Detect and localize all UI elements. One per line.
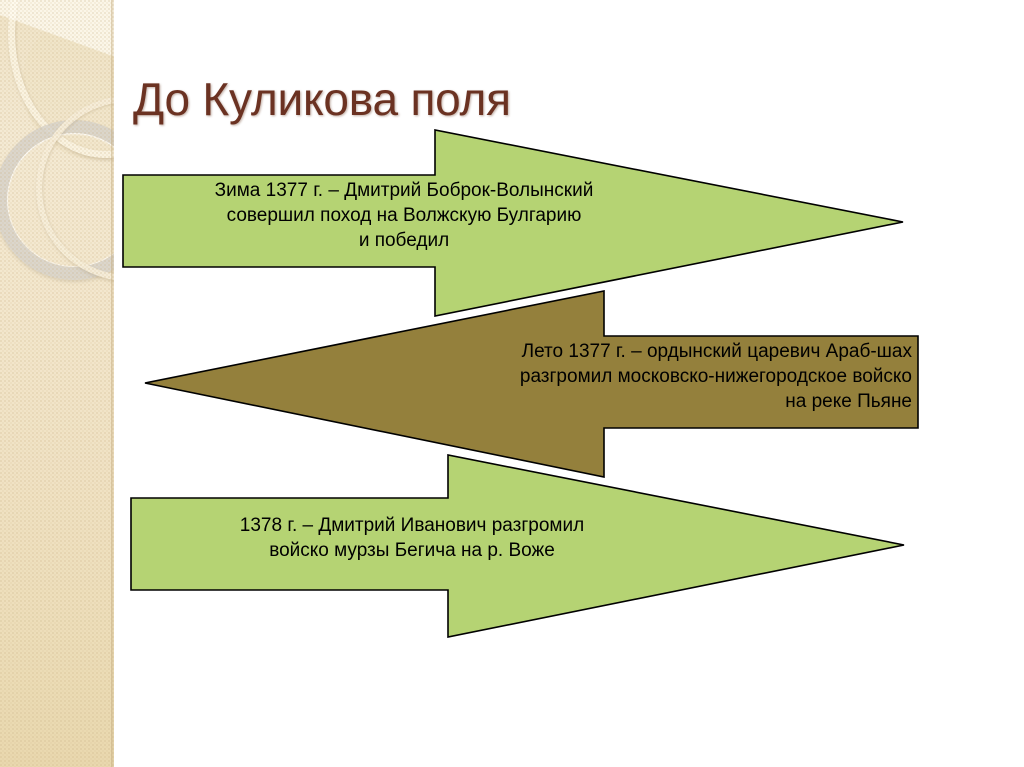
arrow-3-label: 1378 г. – Дмитрий Иванович разгромил вой… [239,515,585,561]
arrow-1-label: Зима 1377 г. – Дмитрий Боброк-Волынский … [214,180,594,251]
arrow-3-svg [130,454,905,638]
slide-title: До Куликова поля [133,72,511,125]
arrow-1-svg [122,129,904,317]
arrow-2-label: Лето 1377 г. – ордынский царевич Араб-ша… [519,341,912,412]
arrow-3-polygon [130,454,905,638]
arrow-shape-1: Зима 1377 г. – Дмитрий Боброк-Волынский … [122,128,904,318]
sidebar-edge-line [111,0,114,767]
arrow-1-polygon [122,129,904,317]
decorative-sidebar [0,0,114,767]
arrow-2-svg [144,290,919,478]
arrow-shape-3: 1378 г. – Дмитрий Иванович разгромил вой… [130,453,906,639]
arrow-shape-2: Лето 1377 г. – ордынский царевич Араб-ша… [144,289,920,479]
arrow-2-polygon [144,290,919,478]
